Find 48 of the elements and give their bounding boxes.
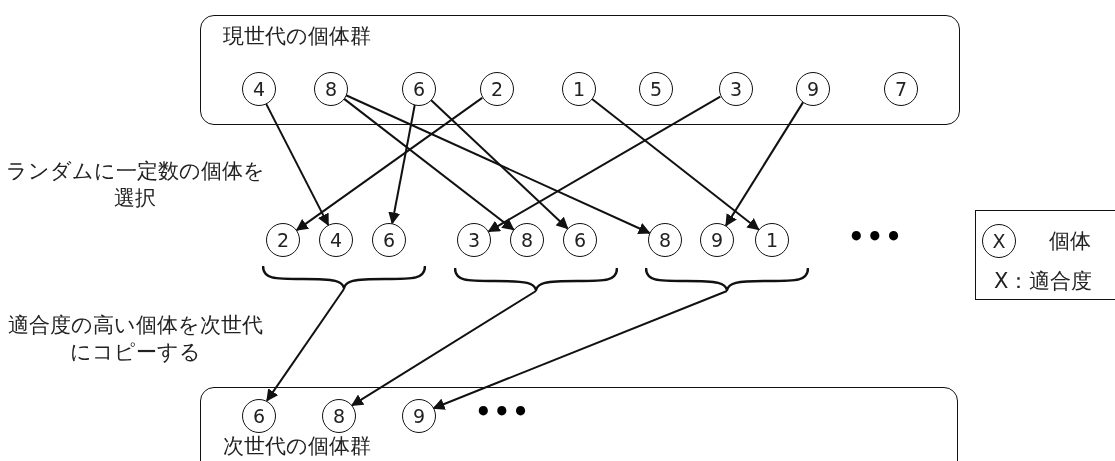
- box-title: 次世代の個体群: [223, 433, 371, 460]
- annotation-text: ランダムに一定数の個体を選択: [4, 158, 266, 212]
- arrow: [266, 288, 345, 402]
- individual-circle: 7: [884, 72, 918, 106]
- arrow: [725, 101, 804, 227]
- arrow: [429, 98, 569, 230]
- individual-circle: 3: [457, 223, 491, 257]
- individual-circle: 8: [648, 223, 682, 257]
- individual-circle: 8: [314, 72, 348, 106]
- individual-circle: 5: [639, 72, 673, 106]
- brace: [262, 265, 426, 289]
- box-title: 現世代の個体群: [223, 23, 371, 50]
- legend-text: 個体: [1049, 228, 1091, 255]
- individual-circle: 6: [563, 223, 597, 257]
- individual-circle: 6: [242, 399, 276, 433]
- individual-circle: 8: [322, 399, 356, 433]
- arrow: [264, 102, 330, 226]
- individual-circle: 2: [266, 223, 300, 257]
- individual-circle: 4: [242, 72, 276, 106]
- individual-circle: X: [982, 224, 1016, 258]
- individual-circle: 6: [372, 223, 406, 257]
- legend-text: X：適合度: [994, 268, 1093, 295]
- individual-circle: 6: [402, 72, 436, 106]
- population-box: [200, 15, 960, 125]
- individual-circle: 8: [510, 223, 544, 257]
- ellipsis-dots: •••: [848, 222, 905, 252]
- legend-box: [975, 210, 1115, 300]
- arrow: [432, 290, 728, 410]
- individual-circle: 4: [319, 223, 353, 257]
- individual-circle: 9: [796, 72, 830, 106]
- population-box: [200, 387, 958, 461]
- arrow: [295, 96, 484, 232]
- arrow: [351, 290, 537, 407]
- arrow: [590, 97, 760, 231]
- individual-circle: 2: [480, 72, 514, 106]
- individual-circle: 1: [562, 72, 596, 106]
- brace: [645, 267, 809, 291]
- arrow: [388, 103, 416, 225]
- brace: [454, 267, 618, 291]
- arrow: [344, 94, 651, 234]
- individual-circle: 9: [402, 399, 436, 433]
- arrow: [342, 97, 515, 231]
- individual-circle: 1: [755, 223, 789, 257]
- arrow: [487, 95, 722, 233]
- ellipsis-dots: •••: [475, 397, 532, 427]
- annotation-text: 適合度の高い個体を次世代にコピーする: [6, 312, 264, 366]
- individual-circle: 3: [719, 72, 753, 106]
- individual-circle: 9: [700, 223, 734, 257]
